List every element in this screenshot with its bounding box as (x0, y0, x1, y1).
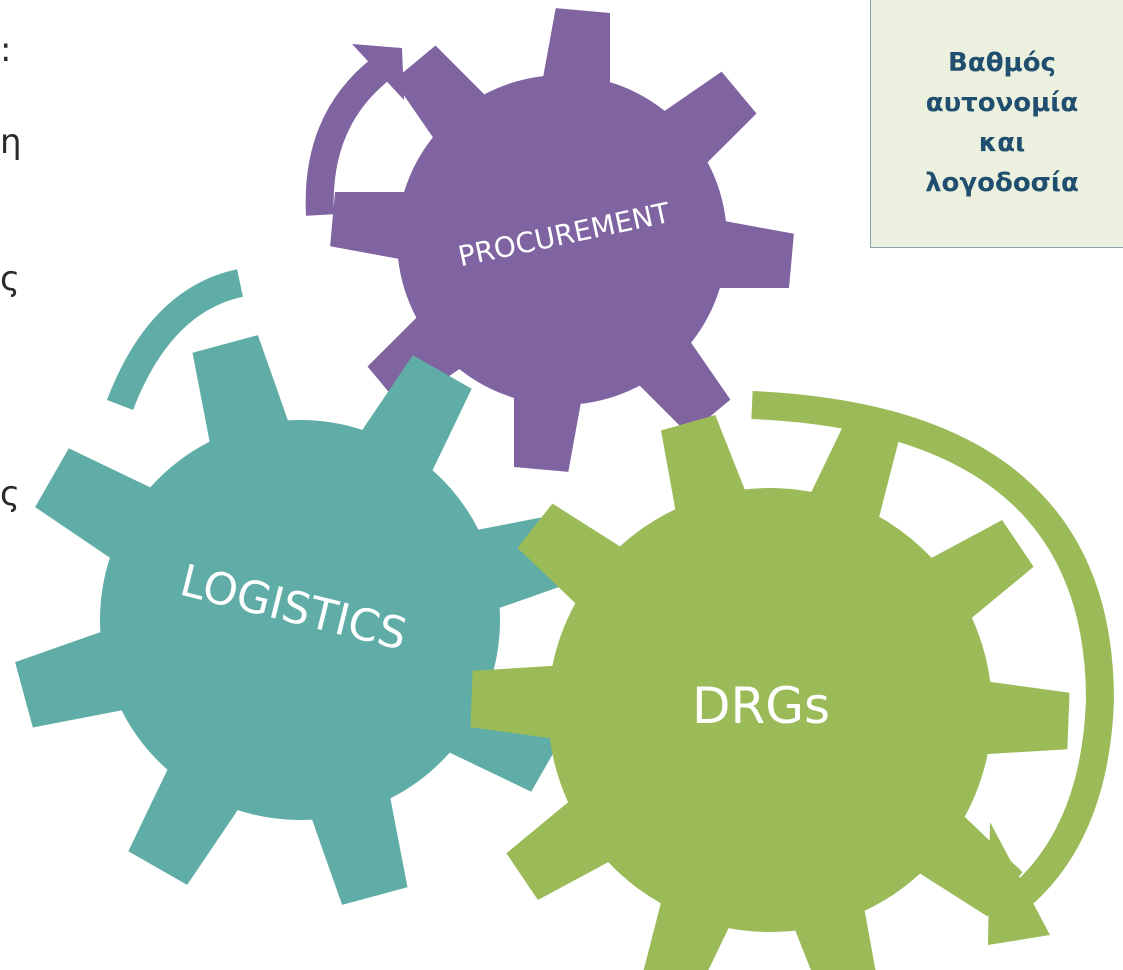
margin-fragment-2: ς (0, 259, 20, 299)
drgs-label: DRGs (692, 677, 830, 735)
drgs-arrow-arc (751, 391, 1115, 917)
drgs-gear (470, 415, 1070, 970)
callout-line-1: Βαθμός (948, 48, 1056, 78)
margin-fragment-3: ς (0, 474, 20, 514)
margin-colon-text: : (0, 30, 12, 70)
callout-line-4: λογοδοσία (925, 168, 1079, 198)
drgs-arrow-arrowhead (988, 822, 1050, 945)
procurement-arrow-arrowhead (352, 44, 404, 100)
logistics-arrow-arc (106, 269, 244, 411)
procurement-gear (330, 8, 794, 472)
logistics-gear (15, 335, 585, 905)
procurement-arrow-arc (305, 56, 391, 216)
callout-line-3: και (978, 128, 1026, 158)
margin-colon: : (0, 30, 11, 70)
callout-line-2: αυτονομία (925, 88, 1079, 118)
margin-fragment-1: η (0, 122, 22, 162)
autonomy-callout-box: Βαθμός αυτονομία και λογοδοσία (870, 0, 1123, 248)
